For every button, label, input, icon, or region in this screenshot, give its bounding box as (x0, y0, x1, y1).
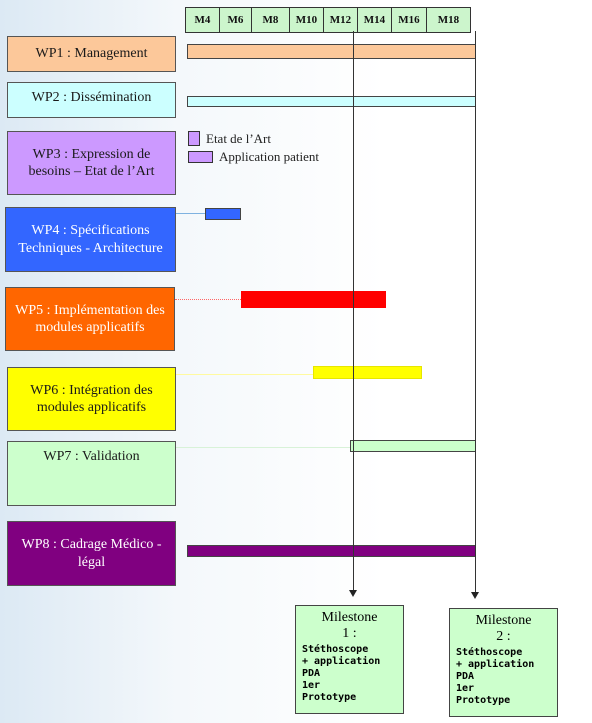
wp4-box: WP4 : Spécifications Techniques - Archit… (5, 207, 176, 272)
milestone-1-title: Milestone (321, 610, 378, 625)
month-m12: M12 (324, 8, 358, 32)
arrow-down-icon (349, 590, 357, 597)
legend-swatch-2 (188, 151, 213, 163)
milestone-1-number: 1 : (342, 626, 357, 642)
arrow-down-icon (471, 592, 479, 599)
wp2-box: WP2 : Dissémination (7, 82, 176, 118)
month-m16: M16 (392, 8, 427, 32)
wp2-label: WP2 : Dissémination (31, 90, 152, 105)
wp6-label: WP6 : Intégration des modules applicatif… (30, 382, 153, 416)
milestone-2-line (475, 31, 476, 592)
wp7-label: WP7 : Validation (43, 449, 140, 464)
legend-label-1: Etat de l’Art (206, 131, 271, 146)
month-m4: M4 (186, 8, 220, 32)
wp6-box: WP6 : Intégration des modules applicatif… (7, 367, 176, 431)
milestone-1-body: Stéthoscope + application PDA 1er Protot… (302, 644, 381, 704)
wp6-bar (313, 366, 422, 379)
wp3-box: WP3 : Expression de besoins – Etat de l’… (7, 131, 176, 195)
wp7-connector (176, 447, 350, 448)
wp2-bar (187, 96, 476, 107)
month-m8: M8 (252, 8, 290, 32)
wp1-bar (187, 44, 476, 59)
wp8-label: WP8 : Cadrage Médico - légal (21, 537, 162, 570)
wp5-connector (175, 299, 242, 300)
wp5-box: WP5 : Implémentation des modules applica… (5, 287, 175, 351)
wp1-box: WP1 : Management (7, 36, 176, 72)
milestone-2-body: Stéthoscope + application PDA 1er Protot… (456, 647, 535, 707)
milestone-2-title: Milestone (475, 613, 532, 628)
wp8-box: WP8 : Cadrage Médico - légal (7, 521, 176, 586)
legend-swatch-1 (188, 131, 200, 146)
month-m10: M10 (290, 8, 324, 32)
wp8-bar (187, 545, 476, 557)
wp7-box: WP7 : Validation (7, 441, 176, 506)
wp4-connector (176, 213, 206, 214)
wp5-bar (241, 291, 386, 308)
wp4-bar (205, 208, 242, 220)
month-m6: M6 (220, 8, 252, 32)
milestone-2-number: 2 : (496, 629, 511, 645)
wp6-connector (176, 374, 314, 375)
wp5-label: WP5 : Implémentation des modules applica… (15, 302, 165, 336)
month-m14: M14 (358, 8, 392, 32)
wp7-bar (349, 440, 476, 452)
wp4-label: WP4 : Spécifications Techniques - Archit… (18, 223, 163, 256)
wp3-label: WP3 : Expression de besoins – Etat de l’… (28, 146, 155, 180)
milestone-1-line (353, 31, 354, 590)
wp1-label: WP1 : Management (35, 46, 148, 62)
month-m18: M18 (437, 14, 460, 26)
legend-label-2: Application patient (219, 149, 320, 164)
